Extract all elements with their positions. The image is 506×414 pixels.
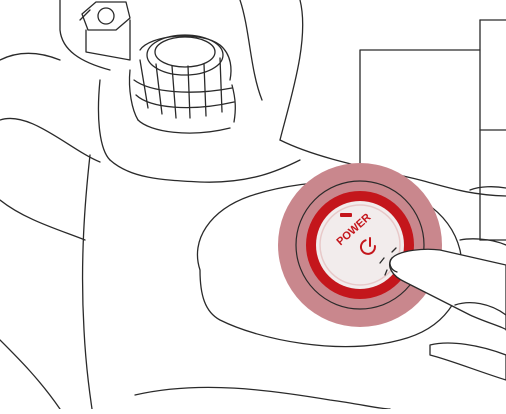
power-button: POWER [278,163,442,327]
button-face [316,201,404,289]
screw-cap [129,35,235,133]
status-led [340,213,352,217]
